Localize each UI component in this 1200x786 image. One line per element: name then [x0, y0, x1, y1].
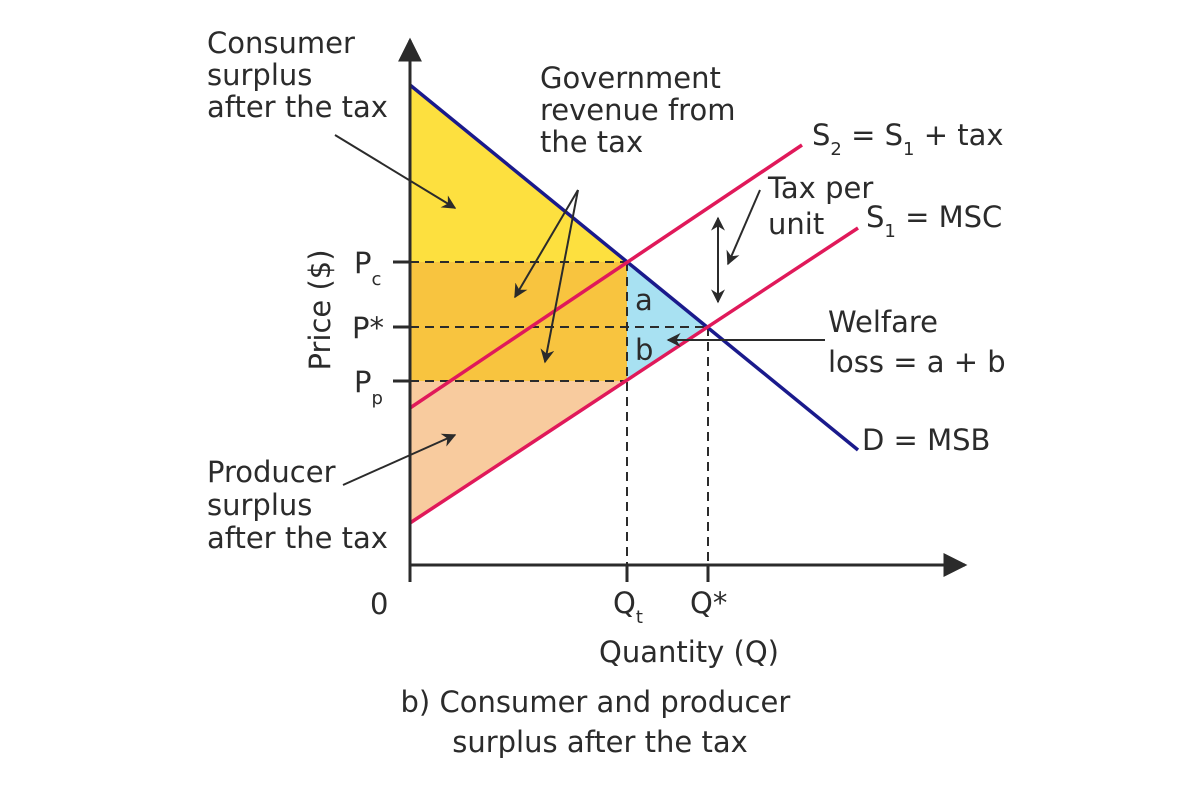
supply-s1-curve [409, 226, 859, 525]
government-revenue-area [410, 262, 627, 381]
supply-s2-curve [409, 143, 803, 410]
demand-curve [408, 83, 860, 452]
x-axis-label: Quantity (Q) [599, 635, 779, 669]
y-axis-label: Price ($) [303, 249, 337, 370]
gov-revenue-arrow-1 [514, 189, 579, 299]
tax-per-unit-label: Tax per unit [767, 171, 882, 241]
pstar-label: P* [352, 311, 384, 345]
consumer-surplus-arrow [334, 134, 457, 209]
demand-label: D = MSB [862, 423, 990, 457]
tax-per-unit-pointer-arrow [726, 189, 761, 266]
area-a-label: a [635, 283, 653, 317]
s1-label: S1 = MSC [866, 200, 1002, 242]
producer-surplus-arrow [342, 433, 457, 486]
gov-revenue-arrow-2 [540, 189, 579, 364]
origin-label: 0 [370, 587, 388, 621]
welfare-loss-area [627, 262, 708, 381]
pp-label: Pp [354, 365, 383, 409]
s2-label: S2 = S1 + tax [812, 118, 1004, 160]
area-b-label: b [635, 333, 653, 367]
consumer-surplus-label: Consumer surplus after the tax [207, 26, 388, 124]
welfare-loss-label: Welfare loss = a + b [828, 305, 1006, 379]
figure-caption: b) Consumer and producer surplus after t… [401, 685, 800, 759]
qstar-label: Q* [690, 586, 727, 620]
government-revenue-label: Government revenue from the tax [540, 61, 745, 159]
qt-label: Qt [613, 586, 643, 628]
pc-label: Pc [354, 246, 381, 290]
producer-surplus-label: Producer surplus after the tax [207, 455, 388, 555]
